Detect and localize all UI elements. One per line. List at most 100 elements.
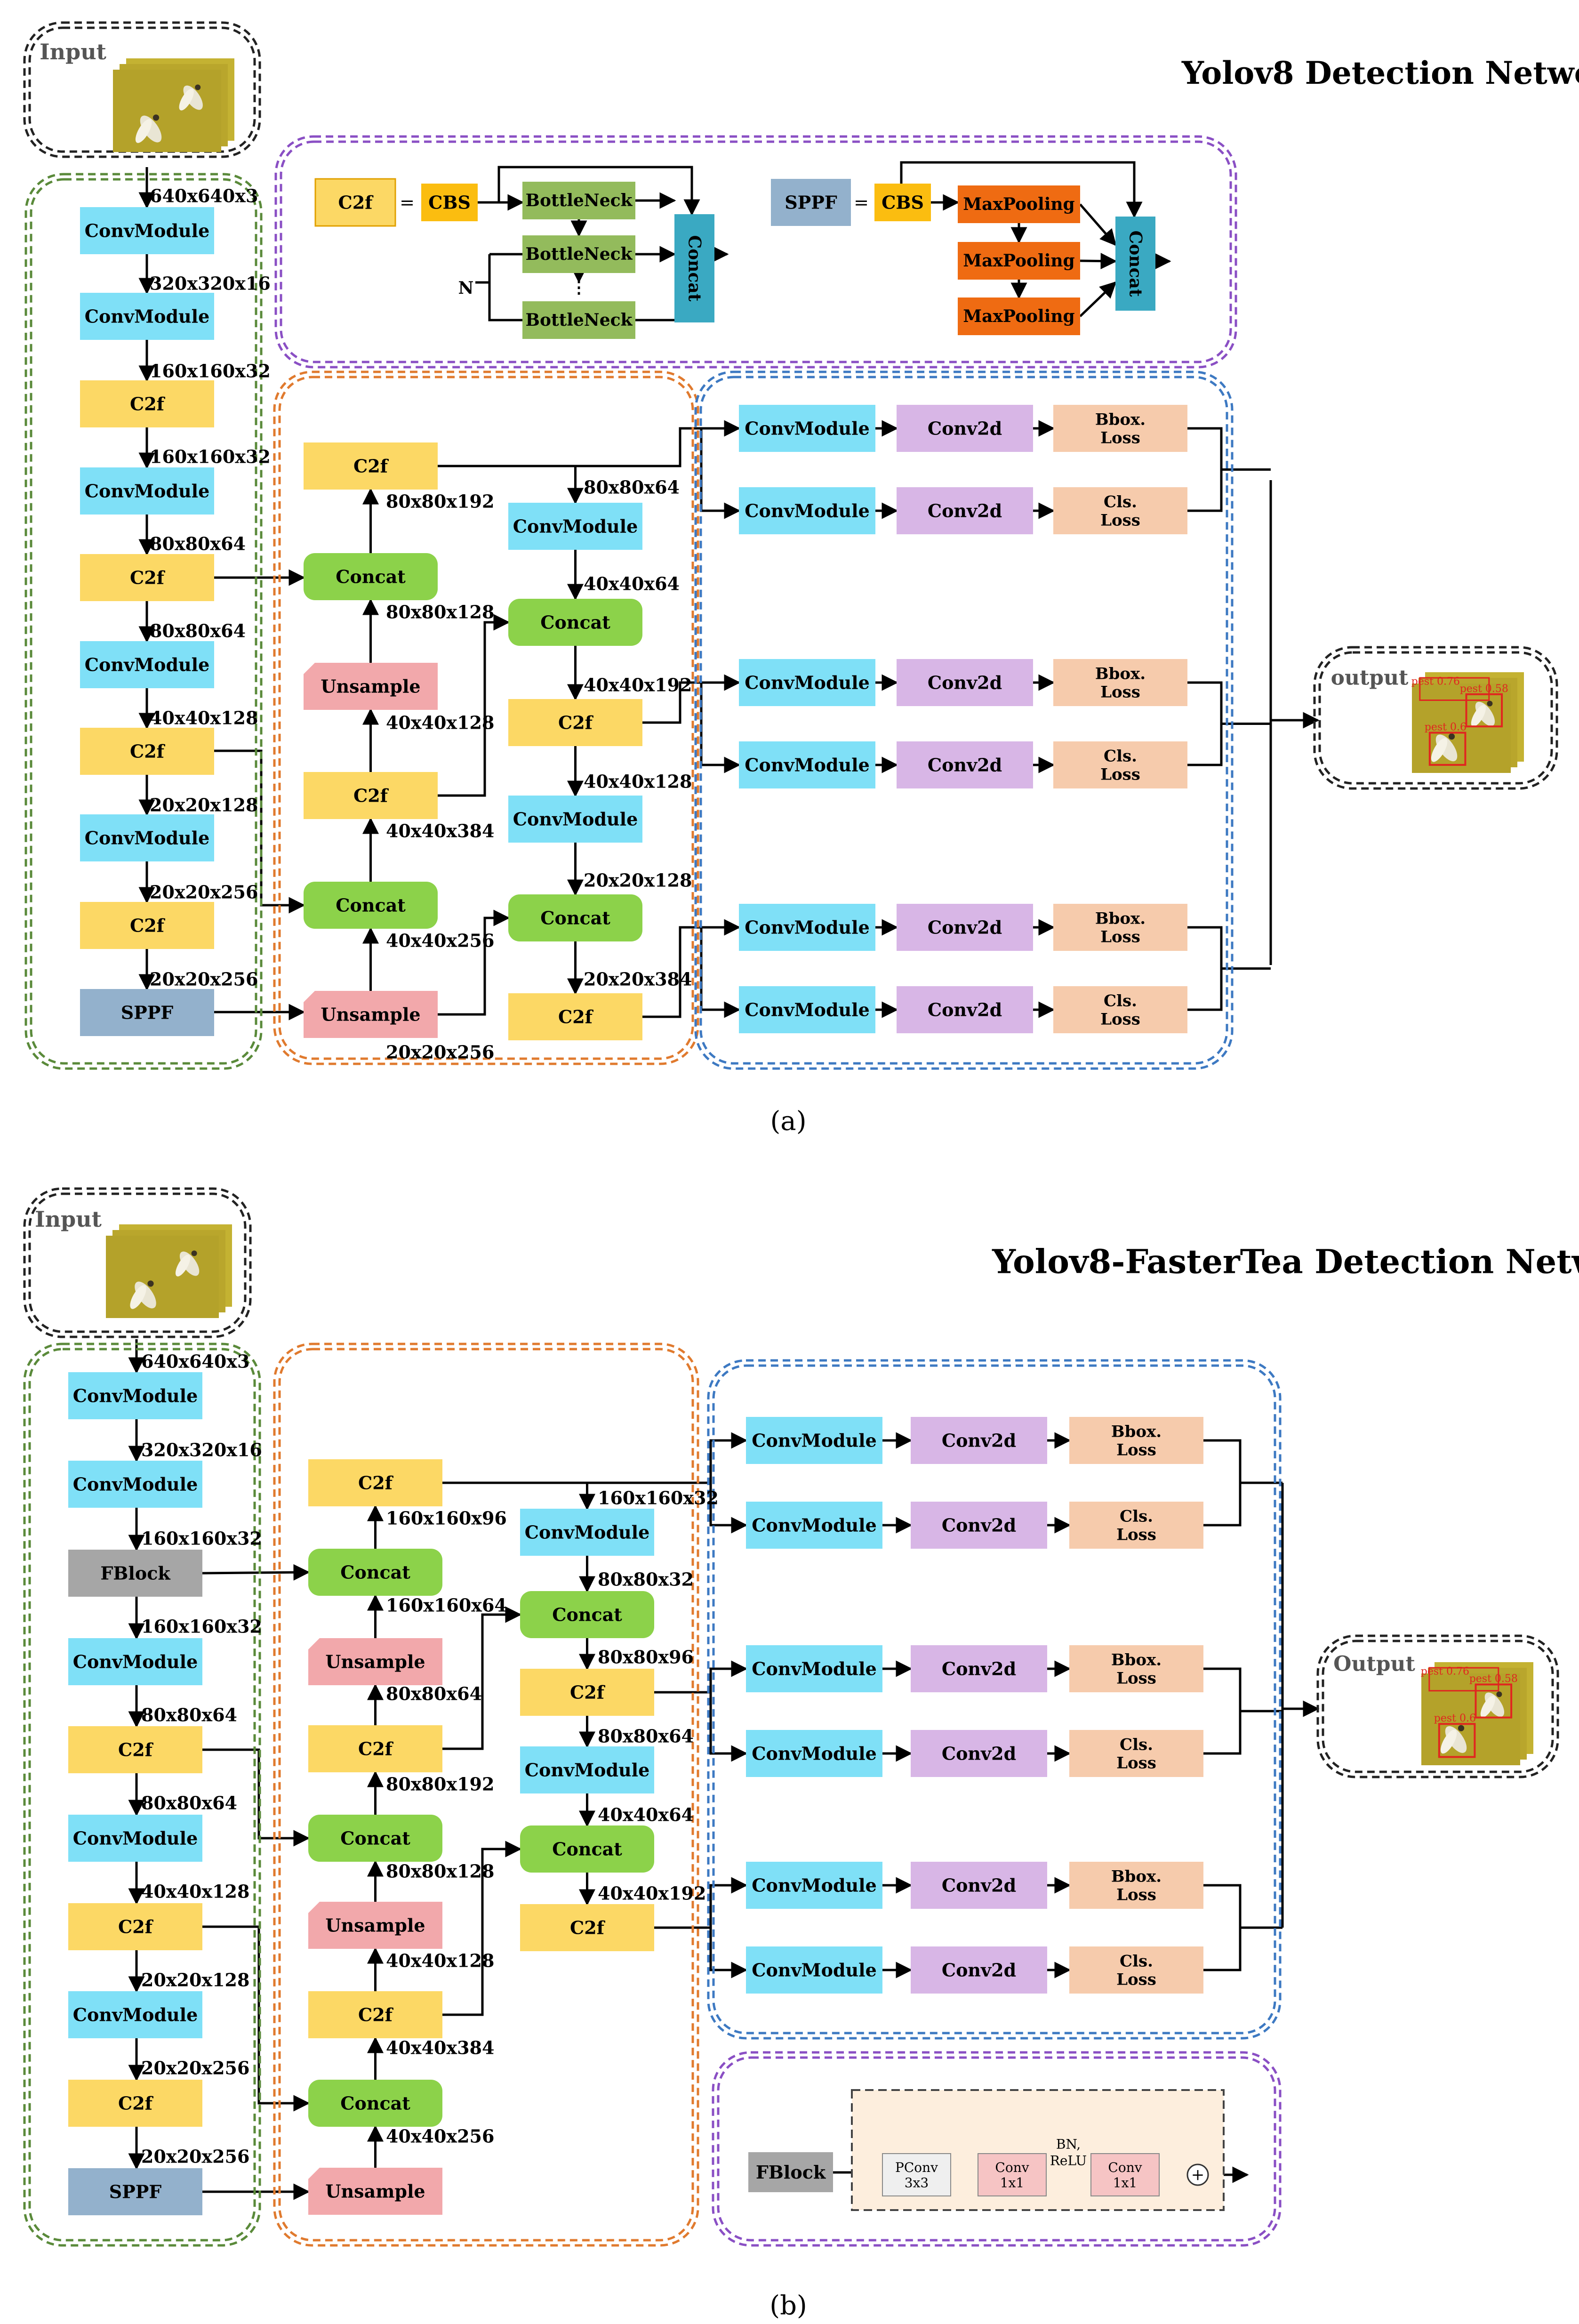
neck-right-block-a-shape [508, 599, 642, 646]
bbox-loss-b-shape [1069, 1862, 1203, 1909]
neck-left-block-b-label: Unsample [325, 1651, 425, 1673]
neck-left-dim-b: 80x80x64 [386, 1683, 482, 1705]
legend-relu-label: ReLU [1050, 2153, 1087, 2169]
pest-insect-icon-head [191, 1250, 197, 1256]
input-region-b-outer [23, 1187, 252, 1338]
detection-box [1428, 1667, 1499, 1692]
loss-merge-a [1187, 926, 1223, 1011]
cls-loss-a: Cls.Loss [1053, 986, 1187, 1033]
cls-loss-a-label: Cls. [1104, 991, 1137, 1010]
backbone-region-a-inner [30, 178, 257, 1065]
legend-maxpooling-a-label: MaxPooling [963, 194, 1074, 214]
legend-conv1-b-shape [978, 2153, 1047, 2196]
backbone-dim-b: 320x320x16 [141, 1439, 262, 1461]
head-convmodule-a-shape [739, 904, 875, 951]
neck-left-block-b: Unsample [308, 2168, 442, 2215]
bbox-loss-a-shape [1053, 659, 1187, 706]
cls-loss-b-label: Loss [1116, 1753, 1156, 1772]
legend-arrow-a [1079, 203, 1117, 246]
head-convmodule-b-shape [746, 1730, 882, 1777]
bbox-loss-b-label: Loss [1116, 1440, 1156, 1459]
legend-concat-a: Concat [674, 214, 714, 322]
neck-right-block-a-shape [508, 699, 642, 746]
legend-maxpooling-a-label: MaxPooling [963, 306, 1074, 326]
head-convmodule-b-label: ConvModule [752, 1430, 877, 1451]
pest-insect-icon-head [1496, 1691, 1502, 1697]
legend-c2f-a-shape [314, 178, 396, 227]
neck-left-block-a-label: Unsample [321, 1004, 420, 1025]
bbox-loss-a-label: Bbox. [1095, 410, 1146, 429]
neck-right-dim-b: 40x40x64 [598, 1804, 694, 1825]
arrow-to-head-a [438, 420, 741, 467]
neck-left-block-b-label: Concat [340, 1562, 410, 1583]
head-convmodule-b-shape [746, 1946, 882, 1994]
neck-right-dim-b: 80x80x32 [598, 1569, 694, 1590]
fblock-legend-region-b-outer [712, 2051, 1282, 2247]
neck-left-block-b: C2f [308, 1725, 442, 1772]
bbox-loss-a-label: Loss [1100, 683, 1140, 701]
neck-right-block-a-shape [508, 796, 642, 843]
backbone-block-a-label: SPPF [121, 1002, 174, 1023]
neck-right-block-b-label: Concat [552, 1839, 622, 1860]
head-conv2d-b-shape [911, 1862, 1047, 1909]
detection-box [1419, 677, 1490, 701]
module-legend-region-a [274, 135, 1237, 369]
neck-left-block-b: Concat [308, 1815, 442, 1862]
arrow-to-head-a [700, 683, 741, 773]
neck-right-dim-a: 40x40x64 [584, 573, 680, 595]
neck-left-block-b-label: C2f [358, 1472, 394, 1494]
head-convmodule-b: ConvModule [746, 1862, 882, 1909]
cls-loss-a-label: Loss [1100, 511, 1140, 530]
legend-concat2-a-shape [1115, 217, 1155, 311]
head-convmodule-b-shape [746, 1862, 882, 1909]
legend-fblock-b-shape [748, 2152, 833, 2192]
legend-maxpooling-a: MaxPooling [958, 185, 1080, 223]
backbone-dim-b: 640x640x3 [141, 1351, 249, 1372]
neck-left-block-b: C2f [308, 1459, 442, 1506]
head-conv2d-b-label: Conv2d [942, 1515, 1016, 1536]
backbone-dim-a: 80x80x64 [150, 533, 246, 555]
backbone-block-b-shape [68, 1903, 202, 1950]
bbox-loss-b: Bbox.Loss [1069, 1645, 1203, 1692]
head-conv2d-a-shape [897, 986, 1033, 1033]
neck-right-block-b: ConvModule [520, 1746, 654, 1793]
head-convmodule-a: ConvModule [739, 659, 875, 706]
backbone-dim-b: 80x80x64 [141, 1793, 237, 1814]
detection-box [1475, 1683, 1513, 1719]
legend-arrow-a [900, 161, 1143, 218]
head-region-b-inner [712, 1364, 1276, 2035]
fblock-legend-region-b [712, 2051, 1282, 2247]
legend-bottleneck-a: BottleNeck [522, 301, 635, 339]
backbone-block-b-label: ConvModule [73, 2004, 198, 2026]
neck-left-dim-b: 40x40x128 [386, 1950, 494, 1971]
cls-loss-a-label: Cls. [1104, 747, 1137, 765]
neck-right-block-a-label: Concat [540, 908, 610, 929]
head-conv2d-a-shape [897, 405, 1033, 452]
legend-eq-a: = [854, 192, 869, 213]
bbox-loss-b-label: Bbox. [1111, 1650, 1162, 1669]
cls-loss-b-label: Cls. [1120, 1952, 1153, 1970]
legend-arrow-a [1079, 281, 1117, 317]
cls-loss-a-shape [1053, 986, 1187, 1033]
neck-right-dim-b: 80x80x64 [598, 1726, 694, 1747]
head-conv2d-b-label: Conv2d [942, 1743, 1016, 1764]
head-convmodule-b-label: ConvModule [752, 1743, 877, 1764]
neck-right-block-b-label: C2f [570, 1682, 606, 1703]
neck-right-block-b-shape [520, 1904, 654, 1951]
input-image-b [106, 1224, 232, 1318]
detection-label: pest 0.76 [1411, 676, 1460, 688]
neck-right-block-b: C2f [520, 1669, 654, 1716]
legend-c2f-a: C2f [314, 178, 396, 227]
legend-concat-a-shape [674, 214, 714, 322]
neck-left-block-b-label: Concat [340, 2093, 410, 2114]
neck-left-dim-a: 80x80x128 [386, 602, 494, 623]
cls-loss-a-label: Loss [1100, 765, 1140, 784]
backbone-dim-b: 20x20x128 [141, 1970, 249, 1991]
legend-plus-label: + [1191, 2165, 1205, 2184]
neck-left-block-b: Concat [308, 2080, 442, 2127]
neck-right-block-a-label: Concat [540, 612, 610, 633]
detection-label: pest 0.76 [1421, 1666, 1469, 1678]
backbone-block-b-shape [68, 1372, 202, 1419]
backbone-block-a-shape [80, 814, 214, 861]
